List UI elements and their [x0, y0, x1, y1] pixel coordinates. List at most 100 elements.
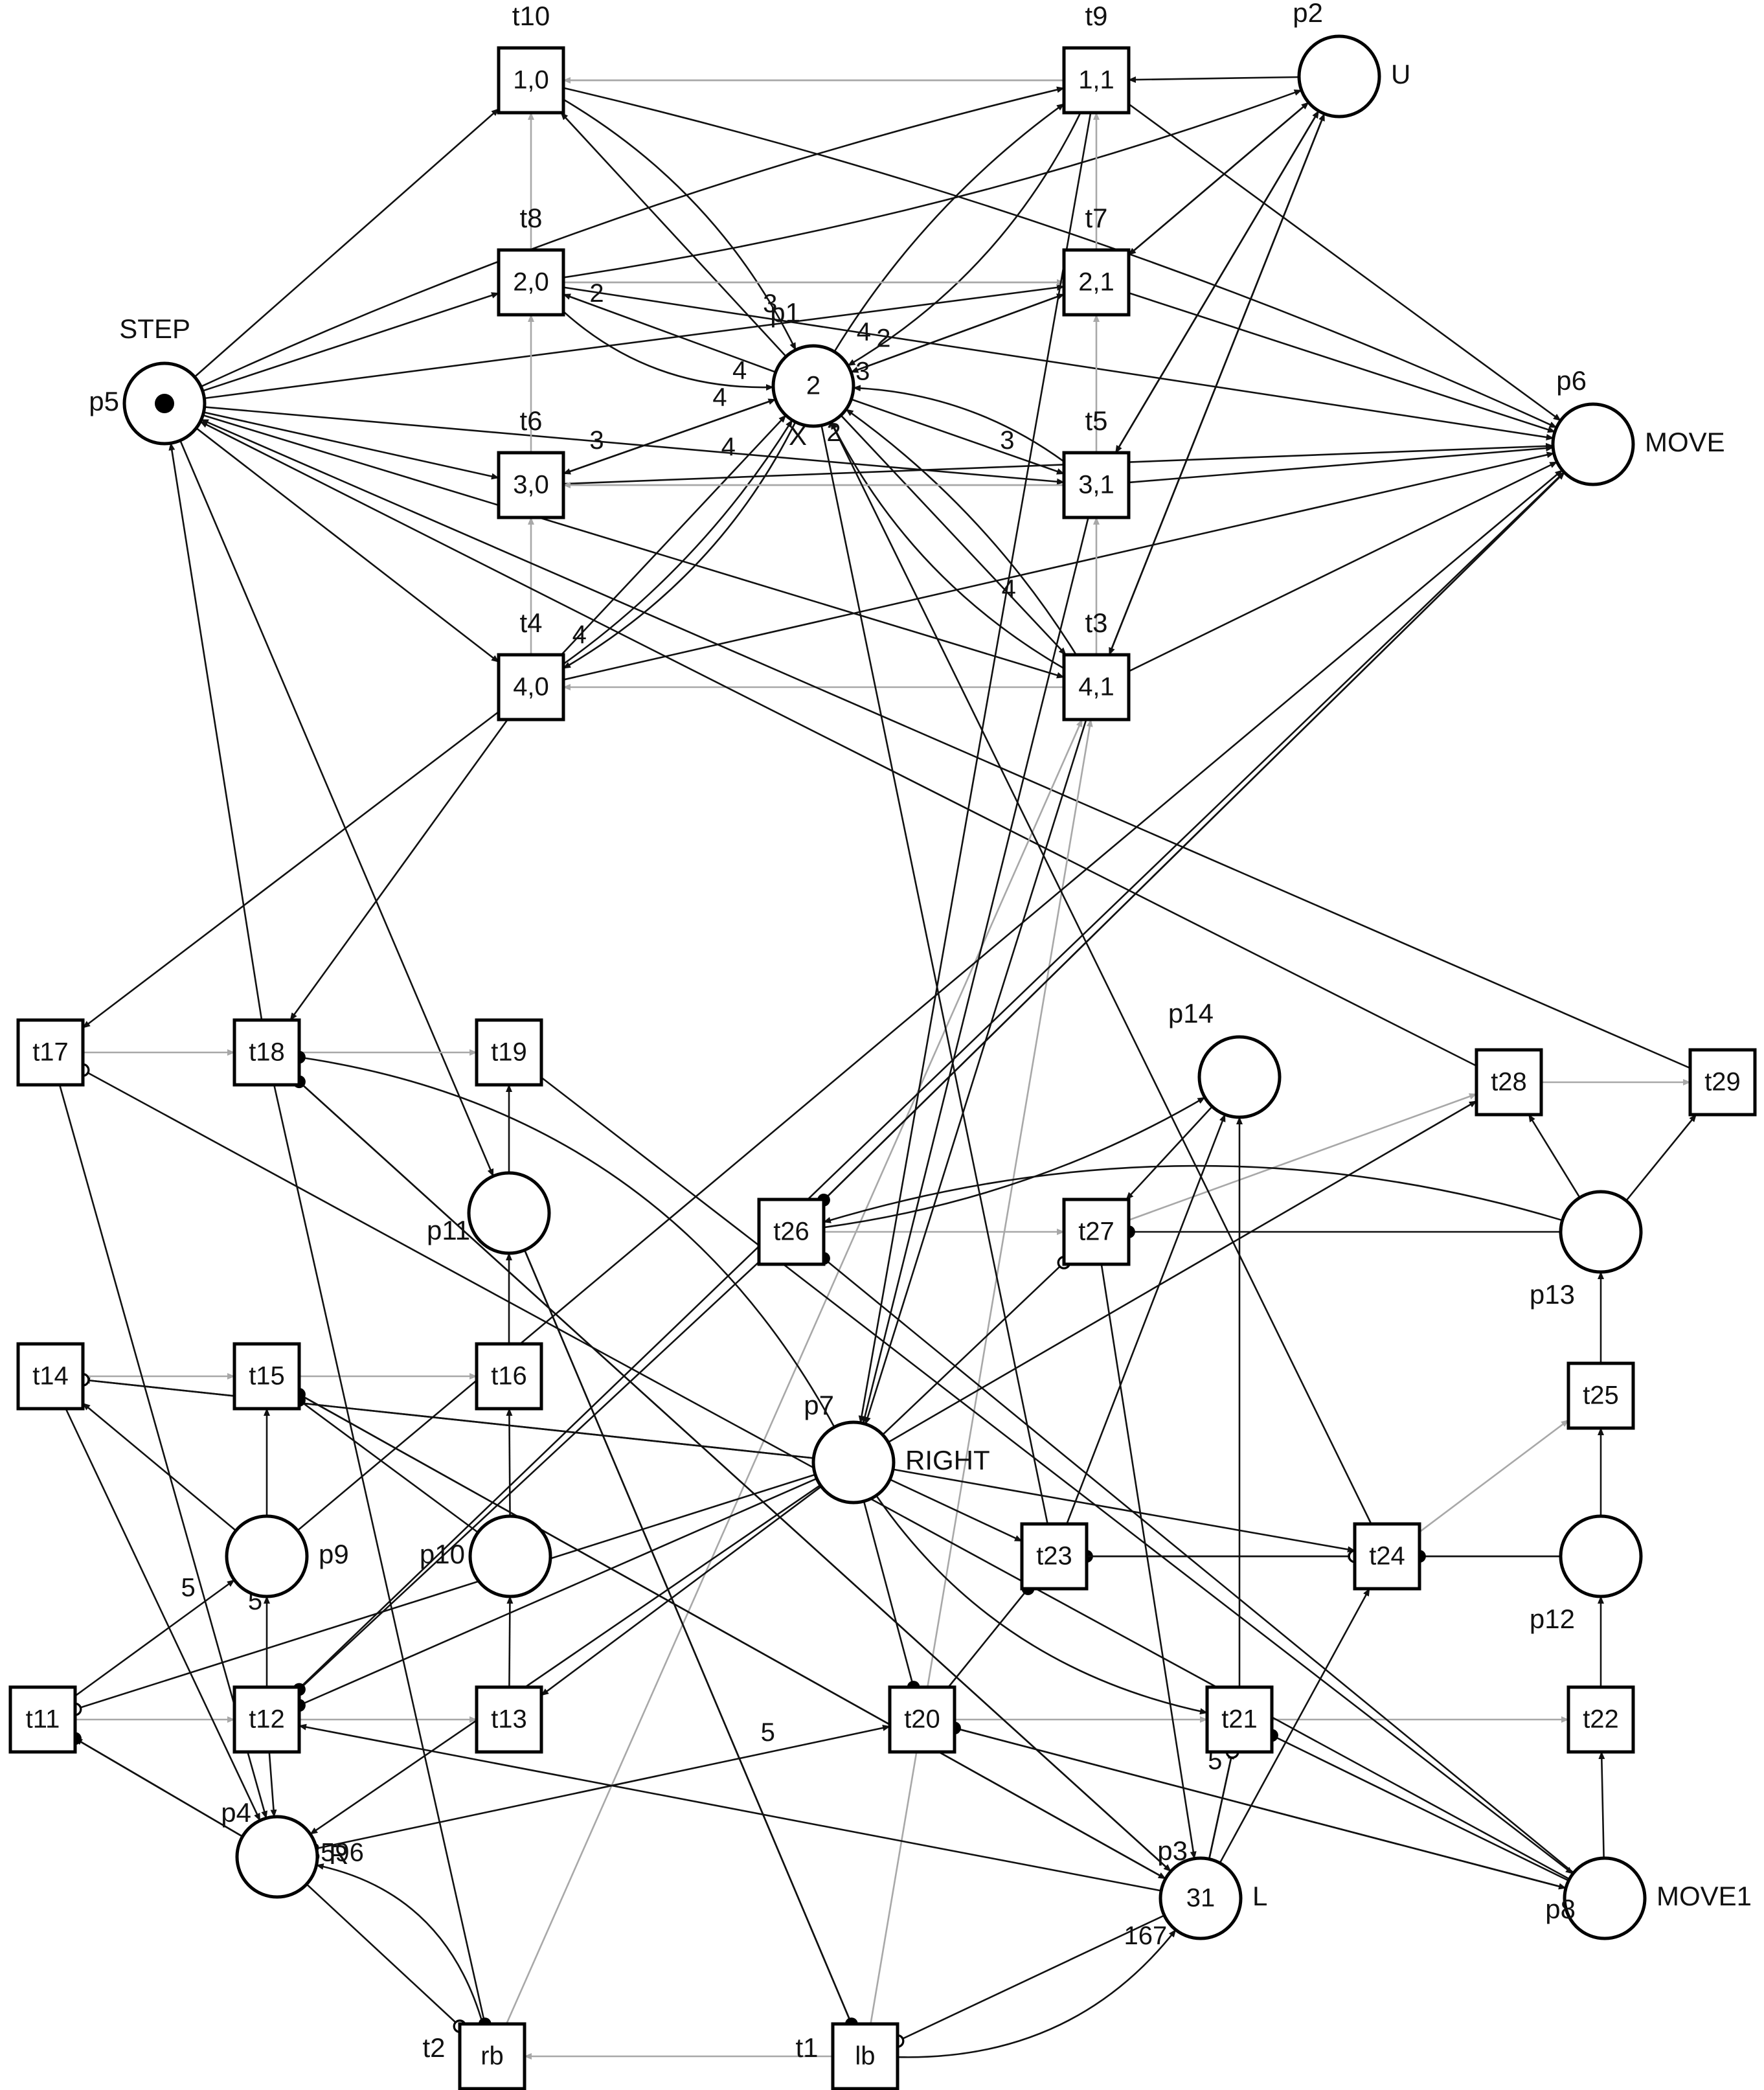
- inhibitor-arc-p7-to-t18: [293, 1051, 835, 1428]
- arc-p1-to-t9: [833, 103, 1065, 352]
- inhibitor-arc-t18-to-t2: [273, 1084, 492, 2030]
- transition-t9: 1,1t9: [1062, 1, 1131, 115]
- arc-t3-to-p2: [1108, 113, 1326, 655]
- transition-box: [8, 1685, 77, 1754]
- arc-t18-to-p5: [168, 442, 263, 1021]
- arc-weight: 3: [589, 426, 604, 455]
- arc-p5-to-t6: [203, 411, 499, 480]
- transition-box: [1205, 1685, 1274, 1754]
- transition-box: [16, 1018, 85, 1087]
- inhibitor-arc-p6-to-t26: [817, 471, 1565, 1207]
- transition-box: [475, 1018, 543, 1087]
- transition-text: t19: [491, 1038, 527, 1067]
- arc-t9-to-p7: [858, 112, 1092, 1424]
- transition-t15: t15: [232, 1342, 301, 1411]
- transition-box: [232, 1018, 301, 1087]
- arc-p7-to-t21: [876, 1495, 1208, 1715]
- inhibitor-arc-p7-to-t20: [863, 1501, 920, 1694]
- transition-box: [831, 2022, 899, 2090]
- arc-p1-to-t8: [563, 293, 776, 373]
- place-circle: [1159, 1856, 1243, 1940]
- transition-t28: t28: [1475, 1048, 1543, 1117]
- arc-weight: 4: [721, 433, 736, 461]
- transition-text: t14: [32, 1362, 69, 1391]
- place-label: p13: [1530, 1279, 1575, 1310]
- transition-box: [1062, 1198, 1131, 1266]
- arc-weight: 2: [876, 324, 890, 353]
- arc-t4-to-p6: [563, 451, 1555, 681]
- place-label: p10: [420, 1539, 465, 1569]
- arc-p5-to-t10: [194, 108, 499, 378]
- arc-p1-to-t5: [851, 398, 1065, 475]
- arc-p13-to-t28: [1528, 1114, 1581, 1198]
- place-circle: [1551, 402, 1635, 486]
- place-circle: [1559, 1514, 1643, 1598]
- transition-t3: 4,1 t3: [1062, 608, 1131, 721]
- transition-text: lb: [855, 2042, 875, 2071]
- transition-label: t8: [519, 203, 542, 233]
- transition-t7: 2,1t7: [1062, 203, 1131, 317]
- place-circle: [225, 1514, 309, 1598]
- arc-p5-to-t4: [196, 427, 499, 663]
- transition-text: t26: [773, 1218, 809, 1246]
- place-label: p1: [770, 297, 800, 328]
- place-circle: [811, 1420, 896, 1505]
- place-circle: [1563, 1856, 1647, 1940]
- transition-t4: 4,0t4: [497, 608, 565, 721]
- transition-t14: t14: [16, 1342, 85, 1411]
- transition-t8: 2,0t8: [497, 203, 565, 317]
- transition-box: [1020, 1522, 1089, 1591]
- transition-label: t3: [1085, 608, 1107, 638]
- place-circle: [235, 1815, 319, 1899]
- place-label: p8: [1545, 1894, 1576, 1924]
- arc-p8-to-t22: [1598, 1751, 1605, 1859]
- transition-box: [497, 653, 565, 721]
- transition-box: [497, 248, 565, 317]
- transition-text: 3,0: [513, 471, 549, 499]
- place-label: p11: [427, 1215, 470, 1245]
- arc-weight: 4: [732, 356, 747, 385]
- transition-text: 3,1: [1078, 471, 1114, 499]
- inhibitor-arc-p8-to-t21: [1265, 1729, 1569, 1881]
- arc-t5-to-p7: [861, 517, 1089, 1424]
- transition-text: t23: [1036, 1542, 1072, 1571]
- arc-p5-to-t5: [204, 406, 1065, 485]
- arc-weight: 2: [589, 279, 604, 308]
- transition-text: 4,1: [1078, 673, 1114, 701]
- arc-p3-to-t24: [1219, 1588, 1370, 1864]
- arc-p14-to-t27: [1125, 1106, 1213, 1200]
- transition-text: t15: [249, 1362, 285, 1391]
- transition-text: t28: [1491, 1068, 1527, 1096]
- transition-text: t11: [26, 1705, 60, 1734]
- transition-t19: t19: [475, 1018, 543, 1087]
- transition-text: 1,1: [1078, 66, 1114, 95]
- arc-weight: 5: [181, 1573, 195, 1602]
- transition-box: [757, 1198, 826, 1266]
- transition-box: [1688, 1048, 1757, 1117]
- transition-t6: 3,0t6: [497, 405, 565, 519]
- arc-t1-to-t3: [870, 719, 1093, 2025]
- inhibitor-arc-t26-to-t12: [293, 1261, 760, 1696]
- arc-t6-to-p1: [563, 398, 776, 475]
- arc-t9-to-p1: [847, 112, 1081, 367]
- arc-t9-to-p6: [1128, 103, 1561, 422]
- arc-p10-to-t16: [506, 1408, 513, 1517]
- transition-box: [888, 1685, 956, 1754]
- transition-label: t5: [1085, 405, 1107, 436]
- place-label: p7: [804, 1390, 834, 1420]
- arc-weight: 3: [1000, 426, 1014, 455]
- inhibitor-arc-p8-to-t26: [817, 1252, 1574, 1874]
- arc-weight: 167: [1124, 1922, 1168, 1950]
- place-p12: p12: [1530, 1514, 1643, 1634]
- transition-text: rb: [481, 2042, 504, 2071]
- place-name: L: [1252, 1881, 1267, 1911]
- place-circle: [1197, 1035, 1282, 1119]
- transition-text: t27: [1078, 1218, 1114, 1246]
- arc-p13-to-t29: [1625, 1114, 1697, 1201]
- transition-text: t16: [491, 1362, 527, 1391]
- arc-weight: 3: [763, 290, 777, 318]
